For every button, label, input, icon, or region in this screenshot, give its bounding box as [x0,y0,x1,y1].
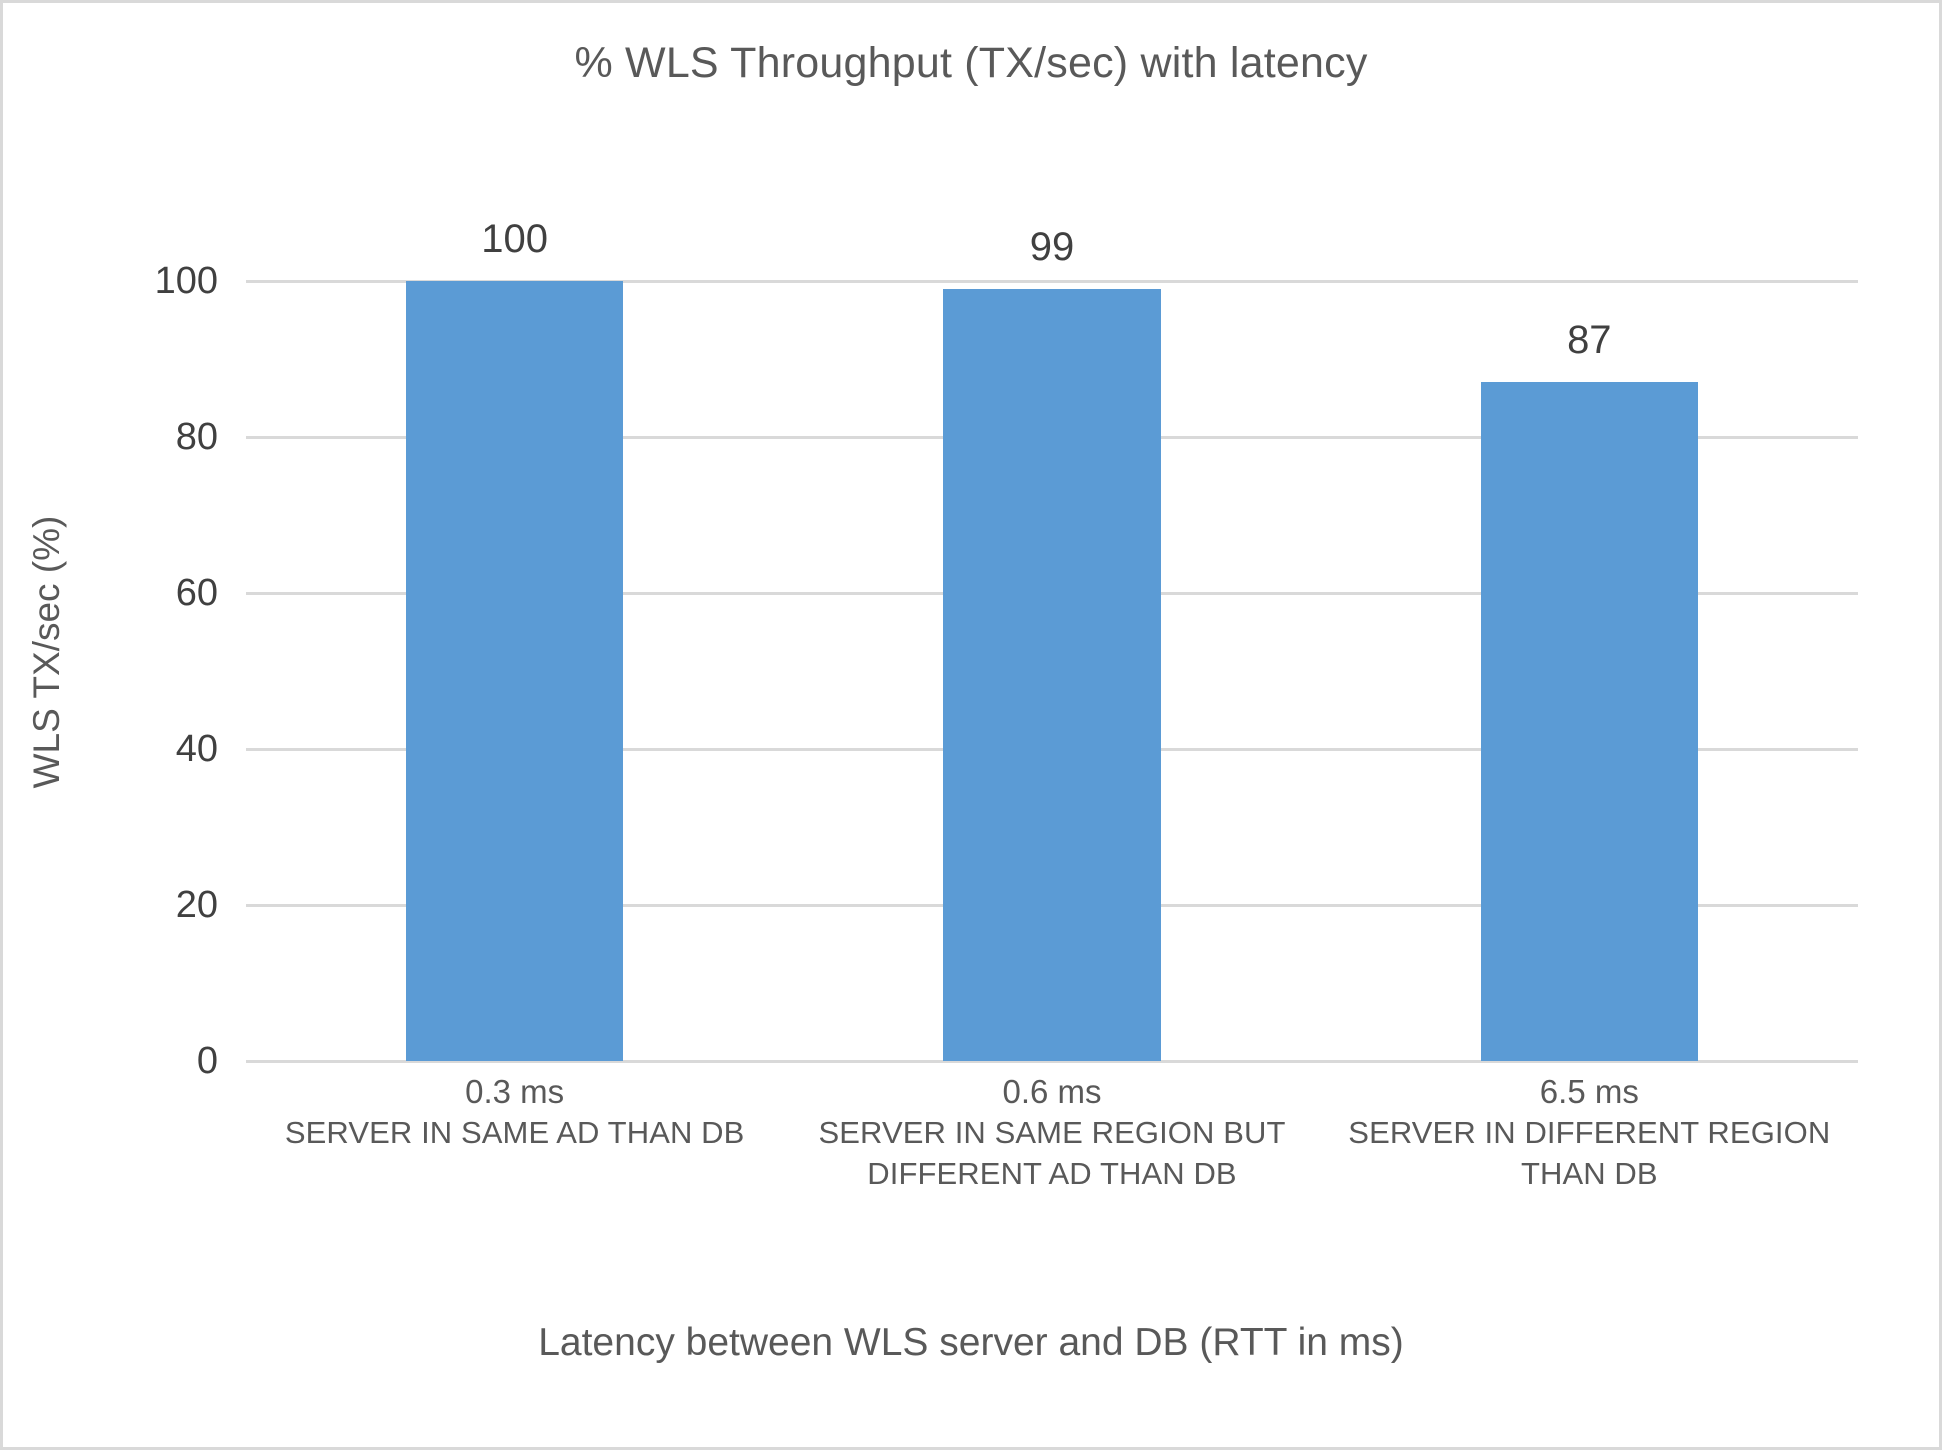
bar[interactable] [943,288,1161,1061]
bar[interactable] [1480,382,1699,1061]
x-axis-title: Latency between WLS server and DB (RTT i… [538,1321,1404,1364]
bar[interactable] [405,281,624,1061]
x-axis-category: 0.6 ms SERVER IN SAME REGION BUT DIFFEREN… [783,1071,1320,1261]
y-axis-tick-label: 80 [175,416,218,458]
x-axis-category-labels: 0.3 ms SERVER IN SAME AD THAN DB 0.6 ms SER… [246,1071,1858,1261]
y-axis-title: WLS TX/sec (%) [26,515,67,789]
gridline-100 [246,279,1858,283]
x-axis-category: 6.5 ms SERVER IN DIFFERENT REGION THAN DB [1321,1071,1858,1261]
y-axis-tick-label: 100 [154,260,218,302]
x-axis-category-value: 0.6 ms [1002,1073,1102,1110]
y-axis-tick-label: 20 [175,884,218,926]
bar-value-label: 100 [481,217,549,261]
x-axis-category-value: 6.5 ms [1539,1073,1639,1110]
plot-area: 0 20 40 60 80 100 100 99 87 [155,217,1858,1080]
y-axis-tick-label: 60 [175,572,218,614]
bar-value-label: 99 [1029,224,1075,269]
x-axis-category-description: SERVER IN SAME REGION BUT DIFFERENT AD T… [818,1115,1286,1191]
chart-title: % WLS Throughput (TX/sec) with latency [574,39,1368,87]
x-axis-category-description: SERVER IN SAME AD THAN DB [284,1115,745,1151]
x-axis-category-value: 0.3 ms [465,1073,565,1110]
bar-value-label: 87 [1567,318,1612,363]
x-axis-category: 0.3 ms SERVER IN SAME AD THAN DB [246,1071,783,1261]
x-axis-category-description: SERVER IN DIFFERENT REGION THAN DB [1348,1115,1831,1191]
y-axis-tick-label: 0 [196,1040,218,1082]
y-axis-tick-label: 40 [175,728,218,770]
gridline-0 [246,1059,1858,1063]
